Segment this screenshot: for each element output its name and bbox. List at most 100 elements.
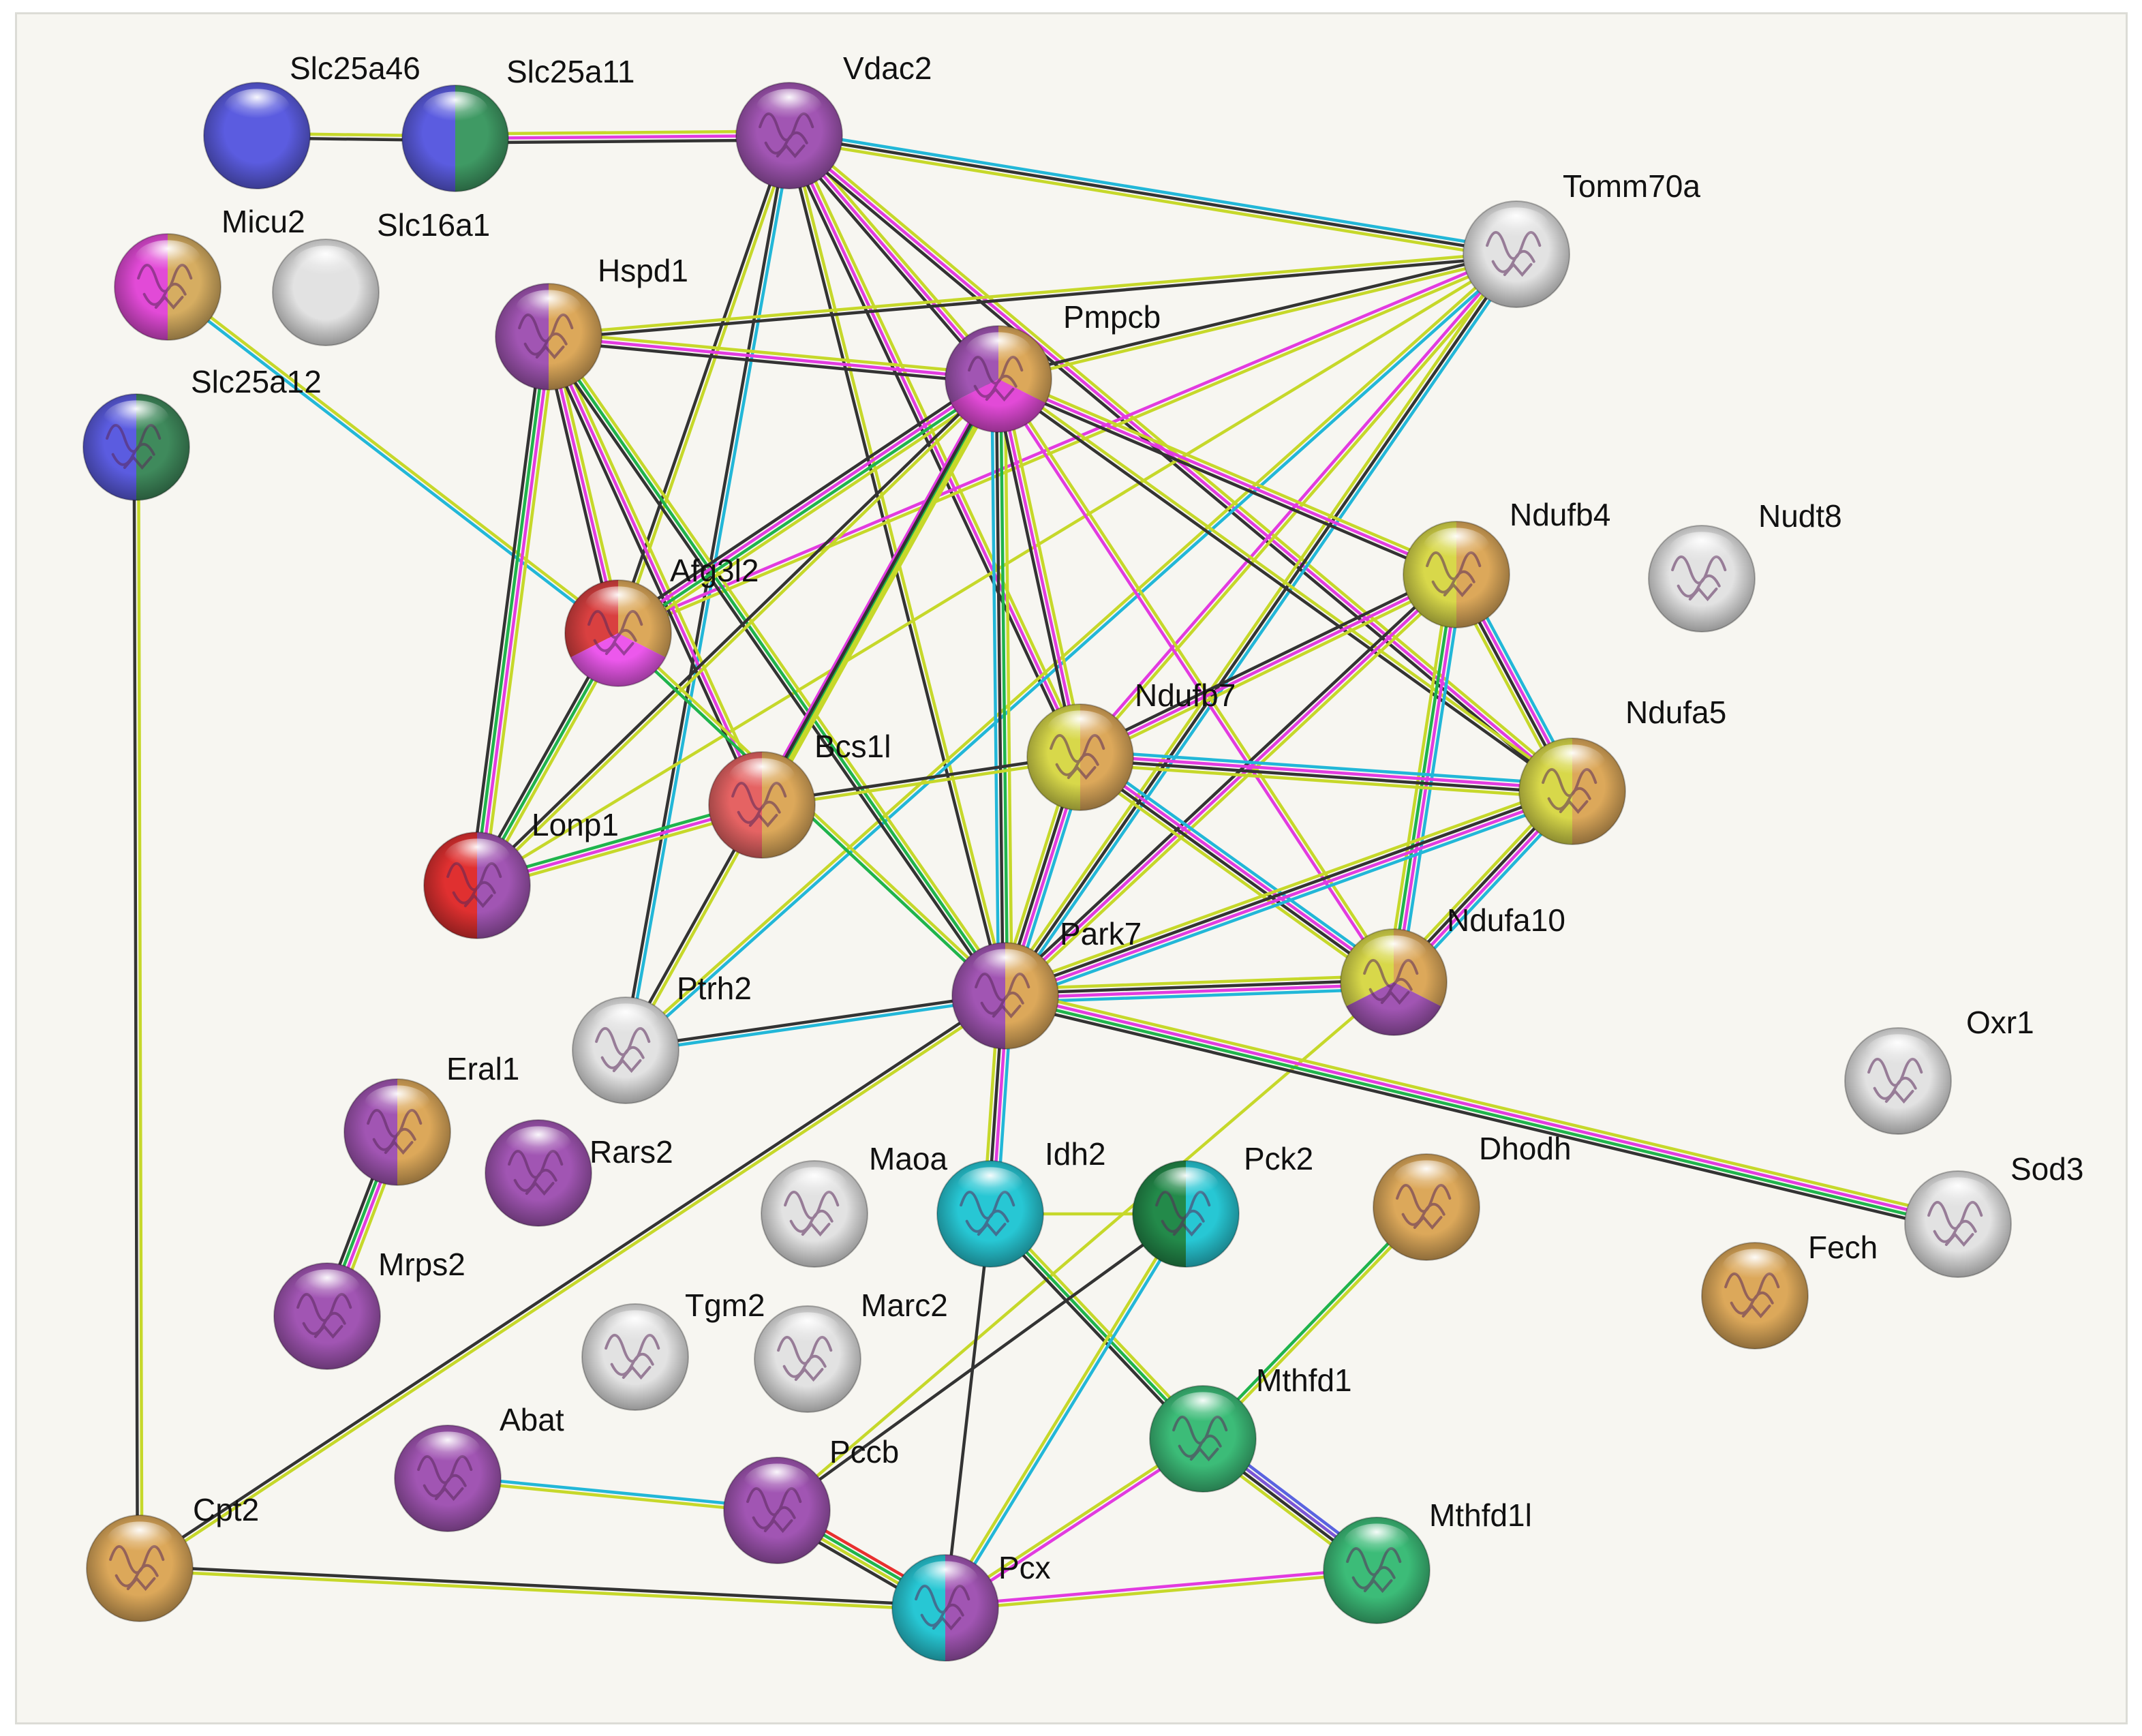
node-label: Tgm2 [685,1288,765,1323]
node-fech[interactable]: Fech [1701,1230,1878,1350]
edge-strand-magenta [1078,753,1574,791]
node-oxr1[interactable]: Oxr1 [1844,1005,2034,1135]
node-mthfd1[interactable]: Mthfd1 [1149,1362,1352,1493]
node-gloss [505,1126,572,1165]
node-rars2[interactable]: Rars2 [485,1119,673,1227]
node-sod3[interactable]: Sod3 [1904,1151,2083,1278]
node-gloss [1925,1177,1991,1216]
node-rim [273,1262,381,1370]
edge-strand-black [784,136,997,384]
edge-strand-magenta [1004,992,1961,1224]
node-gloss [444,838,510,877]
edge-strand-black [547,254,1518,341]
node-nudt8[interactable]: Nudt8 [1648,498,1842,633]
node-ndufb7[interactable]: Ndufb7 [1026,677,1236,811]
node-pmpcb[interactable]: Pmpcb [945,299,1161,433]
node-dhodh[interactable]: Dhodh [1373,1131,1572,1261]
node-rim [945,325,1052,433]
node-label: Slc16a1 [377,207,490,243]
node-ndufa5[interactable]: Ndufa5 [1518,695,1726,845]
node-rim [1904,1170,2012,1278]
node-micu2[interactable]: Micu2 [114,204,305,341]
node-cpt2[interactable]: Cpt2 [86,1492,259,1622]
edge-strand-black [1078,757,1574,795]
node-gloss [224,89,290,127]
edge-strand-black [775,1212,1188,1512]
edge-vdac2-tomm70a [786,130,1519,260]
edge-strand-black [624,992,1007,1050]
node-maoa[interactable]: Maoa [761,1141,947,1268]
edge-strand-cyan [945,1213,1190,1611]
node-label: Nudt8 [1758,498,1842,534]
node-lonp1[interactable]: Lonp1 [423,807,619,939]
node-slc25a12[interactable]: Slc25a12 [82,364,322,501]
node-afg3l2[interactable]: Afg3l2 [564,553,759,687]
node-mthfd1l[interactable]: Mthfd1l [1323,1497,1532,1624]
node-pck2[interactable]: Pck2 [1132,1141,1313,1268]
node-park7[interactable]: Park7 [951,916,1142,1050]
node-ndufa10[interactable]: Ndufa10 [1340,902,1565,1036]
edge-tomm70a-pmpcb [996,250,1519,383]
node-rim [1373,1153,1480,1261]
node-tgm2[interactable]: Tgm2 [581,1288,765,1411]
node-label: Slc25a12 [191,364,322,399]
edge-strand-yellowgreen [453,130,791,136]
node-label: Slc25a46 [290,50,420,86]
edge-strand-magenta [615,250,1517,633]
edge-strand-yellowgreen [547,331,1000,376]
node-rim [485,1119,592,1227]
edge-strand-magenta [1077,251,1516,758]
edge-strand-cyan [625,254,1520,1054]
edge-hspd1-pmpcb [547,331,1000,385]
edge-strand-magenta [1003,982,1396,1000]
edge-strand-yellowgreen [1075,761,1392,990]
edge-strand-black [1003,787,1574,996]
edge-strand-black [784,137,1572,797]
node-idh2[interactable]: Idh2 [936,1136,1106,1268]
node-label: Mthfd1 [1256,1362,1352,1398]
node-vdac2[interactable]: Vdac2 [735,50,932,189]
edge-strand-green [998,377,1009,998]
edge-pmpcb-ndufb4 [995,373,1460,581]
edge-strand-cyan [788,130,1519,252]
edge-strand-yellowgreen [446,1478,778,1514]
node-abat[interactable]: Abat [394,1402,564,1532]
node-mrps2[interactable]: Mrps2 [273,1247,465,1370]
node-rim [1648,525,1756,633]
node-label: Dhodh [1479,1131,1572,1166]
edge-strand-green [617,379,1002,637]
node-slc16a1[interactable]: Slc16a1 [272,207,490,346]
node-ptrh2[interactable]: Ptrh2 [572,971,752,1104]
node-eral1[interactable]: Eral1 [343,1051,519,1186]
node-label: Hspd1 [598,253,688,288]
edge-strand-black [994,377,1005,998]
node-bcs1l[interactable]: Bcs1l [708,729,891,859]
edge-strand-yellowgreen [618,134,793,636]
edge-strand-magenta [1078,573,1458,759]
edge-strand-yellowgreen [1203,1207,1430,1442]
node-slc25a11[interactable]: Slc25a11 [401,54,634,192]
node-label: Oxr1 [1966,1005,2034,1040]
node-pccb[interactable]: Pccb [723,1434,899,1564]
node-tomm70a[interactable]: Tomm70a [1463,168,1700,308]
edge-strand-yellowgreen [764,379,1004,809]
node-slc25a46[interactable]: Slc25a46 [203,50,420,189]
edge-strand-yellowgreen [622,251,1517,1050]
node-rim [394,1425,502,1532]
edge-strand-yellowgreen [475,252,1518,887]
node-gloss [602,1310,669,1349]
node-pcx[interactable]: Pcx [891,1550,1051,1662]
node-rim [564,579,672,687]
edge-strand-yellowgreen [761,757,1082,809]
node-marc2[interactable]: Marc2 [754,1288,948,1413]
edge-hspd1-lonp1 [469,334,557,888]
edge-strand-magenta [453,134,791,140]
edge-park7-cpt2 [136,992,1009,1572]
edge-strand-black [996,250,1518,379]
node-hspd1[interactable]: Hspd1 [495,253,688,391]
node-ndufb4[interactable]: Ndufb4 [1403,497,1610,628]
edge-strand-yellowgreen [941,1211,1186,1609]
node-rim [1340,928,1448,1036]
node-gloss [1722,1249,1788,1288]
edge-strand-black [992,378,1077,760]
